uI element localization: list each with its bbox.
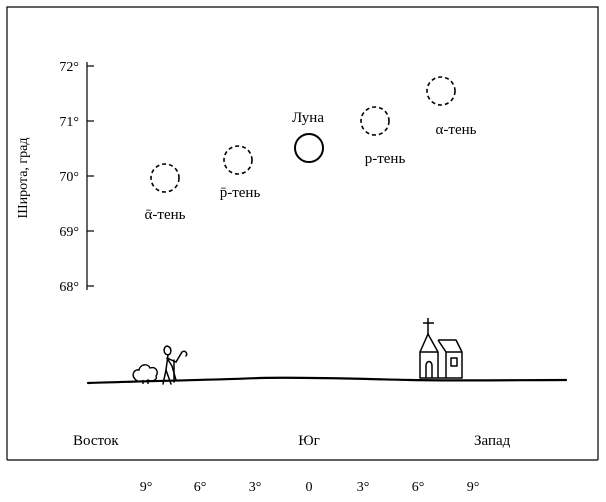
x-tick-label: 6° [412, 480, 425, 495]
y-axis-title: Широта, град [16, 137, 31, 218]
alpha-shadow-circle [426, 76, 456, 106]
p-shadow-label: p-тень [365, 151, 406, 167]
direction-south-label: Юг [298, 433, 320, 449]
x-tick-label: 3° [249, 480, 262, 495]
direction-west-label: Запад [474, 433, 511, 449]
person-icon [162, 345, 188, 385]
alpha-bar-shadow-label: ᾱ-тень [145, 207, 186, 223]
x-tick-label: 0 [306, 480, 313, 495]
y-tick-label: 71° [59, 115, 79, 130]
p-shadow-circle [360, 106, 390, 136]
horizon-line [86, 376, 568, 385]
x-tick-label: 9° [467, 480, 480, 495]
y-tick-label: 69° [59, 225, 79, 240]
alpha-bar-shadow-circle [150, 163, 180, 193]
p-bar-shadow-circle [223, 145, 253, 175]
y-tick-label: 72° [59, 60, 79, 75]
direction-east-label: Восток [73, 433, 119, 449]
alpha-shadow-label: α-тень [436, 122, 477, 138]
x-tick-label: 9° [140, 480, 153, 495]
x-tick-label: 3° [357, 480, 370, 495]
moon-circle [294, 133, 324, 163]
moon-label: Луна [292, 110, 324, 126]
p-bar-shadow-label: p̄-тень [220, 185, 261, 201]
y-tick-label: 70° [59, 170, 79, 185]
church-icon [419, 318, 463, 379]
bush-icon [132, 364, 158, 384]
y-tick-label: 68° [59, 280, 79, 295]
x-tick-label: 6° [194, 480, 207, 495]
frame [6, 6, 599, 460]
